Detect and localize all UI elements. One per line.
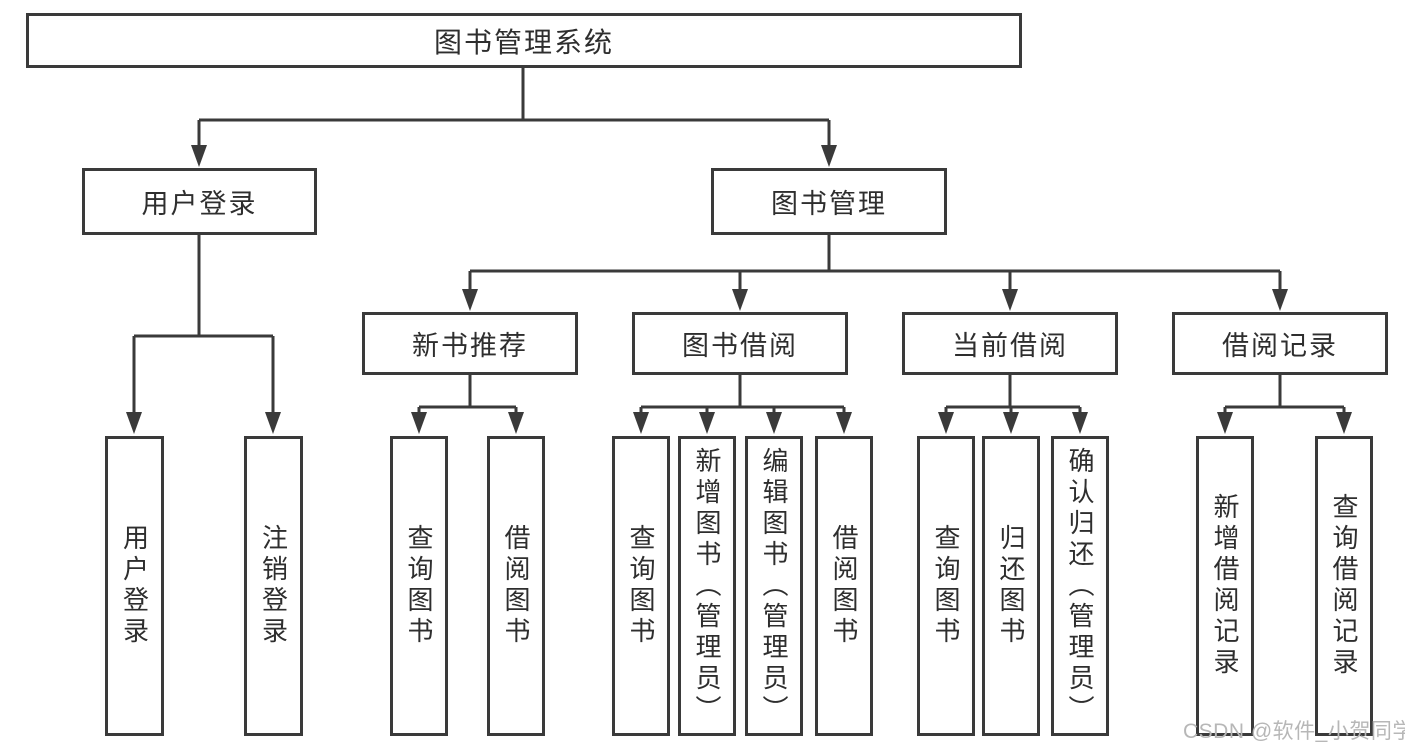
leaf-cb-query-books: 查询图书 bbox=[917, 436, 975, 736]
arrow-down-icon bbox=[821, 145, 837, 167]
node-label: 查询图书 bbox=[626, 524, 656, 648]
leaf-logout: 注销登录 bbox=[244, 436, 303, 736]
watermark: CSDN @软件_小贺同学 bbox=[1183, 720, 1405, 743]
leaf-user-login: 用户登录 bbox=[105, 436, 164, 736]
node-label: 新书推荐 bbox=[412, 331, 528, 361]
arrow-down-icon bbox=[126, 412, 142, 434]
arrow-down-icon bbox=[1336, 412, 1352, 434]
node-label: 新增借阅记录 bbox=[1210, 493, 1240, 679]
node-label: 查询借阅记录 bbox=[1329, 493, 1359, 679]
node-label: 图书管理系统 bbox=[433, 26, 614, 58]
arrow-down-icon bbox=[1002, 289, 1018, 311]
arrow-down-icon bbox=[265, 412, 281, 434]
node-label: 查询图书 bbox=[931, 524, 961, 648]
node-book-management: 图书管理 bbox=[711, 168, 947, 235]
arrow-down-icon bbox=[1217, 412, 1233, 434]
node-label: 新增图书（管理员） bbox=[692, 446, 722, 726]
node-current-borrowing: 当前借阅 bbox=[902, 312, 1118, 375]
arrow-down-icon bbox=[938, 412, 954, 434]
leaf-br-add-record: 新增借阅记录 bbox=[1196, 436, 1254, 736]
leaf-bb-edit-books-admin: 编辑图书（管理员） bbox=[745, 436, 803, 736]
node-label: 用户登录 bbox=[141, 189, 258, 219]
arrow-down-icon bbox=[1072, 412, 1088, 434]
leaf-cb-confirm-return-admin: 确认归还（管理员） bbox=[1051, 436, 1109, 736]
connector-book-borrowing bbox=[639, 375, 846, 417]
connector-borrowing-records bbox=[1223, 375, 1346, 417]
node-label: 注销登录 bbox=[258, 524, 289, 648]
connector-book-management bbox=[468, 235, 1282, 294]
arrow-down-icon bbox=[836, 412, 852, 434]
node-label: 图书管理 bbox=[771, 189, 887, 219]
connector-new-book-recommendation bbox=[417, 375, 518, 417]
leaf-br-query-record: 查询借阅记录 bbox=[1315, 436, 1373, 736]
leaf-nbr-query-books: 查询图书 bbox=[390, 436, 448, 736]
leaf-bb-add-books-admin: 新增图书（管理员） bbox=[678, 436, 736, 736]
arrow-down-icon bbox=[732, 289, 748, 311]
connector-root bbox=[197, 68, 831, 150]
node-label: 图书借阅 bbox=[682, 331, 798, 361]
arrow-down-icon bbox=[508, 412, 524, 434]
connector-current-borrowing bbox=[944, 375, 1082, 417]
node-label: 借阅记录 bbox=[1222, 331, 1338, 361]
node-user-login: 用户登录 bbox=[82, 168, 317, 235]
node-label: 编辑图书（管理员） bbox=[759, 446, 789, 726]
node-borrowing-records: 借阅记录 bbox=[1172, 312, 1388, 375]
leaf-nbr-borrow-books: 借阅图书 bbox=[487, 436, 545, 736]
node-new-book-recommendation: 新书推荐 bbox=[362, 312, 578, 375]
node-label: 用户登录 bbox=[119, 524, 150, 648]
leaf-cb-return-books: 归还图书 bbox=[982, 436, 1040, 736]
node-book-borrowing: 图书借阅 bbox=[632, 312, 848, 375]
arrow-down-icon bbox=[766, 412, 782, 434]
arrow-down-icon bbox=[1003, 412, 1019, 434]
node-library-system: 图书管理系统 bbox=[26, 13, 1022, 68]
leaf-bb-query-books: 查询图书 bbox=[612, 436, 670, 736]
node-label: 归还图书 bbox=[996, 524, 1026, 648]
connector-user-login bbox=[132, 235, 275, 417]
node-label: 查询图书 bbox=[404, 524, 434, 648]
node-label: 借阅图书 bbox=[829, 524, 859, 648]
leaf-bb-borrow-books: 借阅图书 bbox=[815, 436, 873, 736]
node-label: 确认归还（管理员） bbox=[1065, 446, 1095, 726]
arrow-down-icon bbox=[462, 289, 478, 311]
arrow-down-icon bbox=[699, 412, 715, 434]
node-label: 借阅图书 bbox=[501, 524, 531, 648]
arrow-down-icon bbox=[1272, 289, 1288, 311]
node-label: 当前借阅 bbox=[952, 331, 1068, 361]
arrow-down-icon bbox=[411, 412, 427, 434]
arrow-down-icon bbox=[191, 145, 207, 167]
arrow-down-icon bbox=[633, 412, 649, 434]
